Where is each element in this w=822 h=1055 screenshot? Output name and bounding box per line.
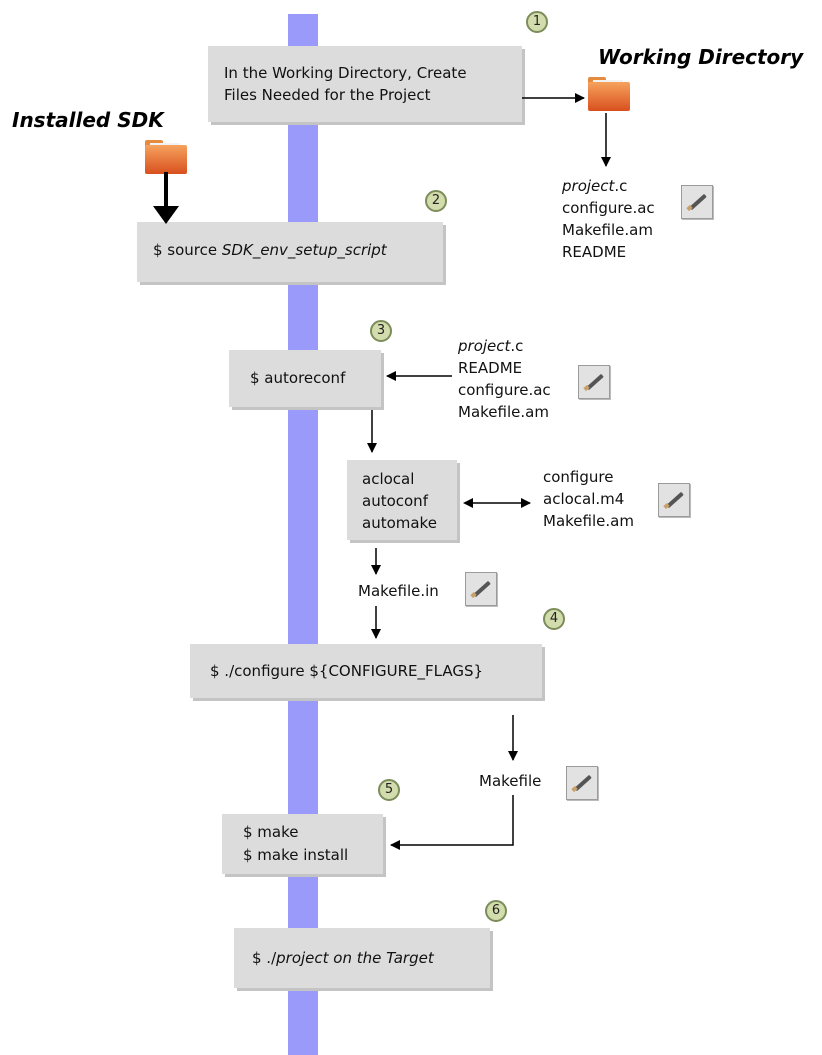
file-item: configure.ac bbox=[458, 381, 551, 399]
document-edit-icon bbox=[578, 365, 610, 399]
document-edit-icon bbox=[465, 572, 497, 606]
makefile-label: Makefile bbox=[479, 772, 542, 790]
installed-sdk-heading: Installed SDK bbox=[12, 108, 164, 132]
file-item: README bbox=[458, 359, 523, 377]
step-3-badge: 3 bbox=[370, 320, 392, 342]
file-item: project.c bbox=[458, 337, 524, 355]
file-item: Makefile.am bbox=[562, 221, 653, 239]
step-3-command: $ autoreconf bbox=[250, 369, 346, 387]
step-2-badge: 2 bbox=[425, 190, 447, 212]
file-item: aclocal.m4 bbox=[543, 490, 625, 508]
working-directory-folder-icon bbox=[588, 77, 630, 111]
file-item: configure bbox=[543, 468, 614, 486]
step-4-box: $ ./configure ${CONFIGURE_FLAGS} bbox=[190, 644, 542, 698]
step-6-box: $ ./project on the Target bbox=[234, 928, 490, 988]
step-5-line-1: $ make bbox=[243, 823, 299, 841]
file-item: Makefile.am bbox=[458, 403, 549, 421]
step-6-badge: 6 bbox=[485, 900, 507, 922]
working-directory-file-list: project.c configure.ac Makefile.am READM… bbox=[562, 175, 655, 263]
step-1-box: In the Working Directory, Create Files N… bbox=[208, 46, 522, 122]
arrow-makefile-to-make bbox=[390, 795, 514, 850]
step-5-line-2: $ make install bbox=[243, 846, 349, 864]
step-6-command: $ ./project on the Target bbox=[252, 949, 434, 967]
file-item: configure.ac bbox=[562, 199, 655, 217]
arrow-sdk-to-setup-head bbox=[153, 206, 179, 224]
file-item: Makefile.am bbox=[543, 512, 634, 530]
autotools-output-file-list: configure aclocal.m4 Makefile.am bbox=[543, 466, 634, 532]
tool-autoconf: autoconf bbox=[362, 492, 428, 510]
step-1-badge: 1 bbox=[526, 11, 548, 33]
autotools-box: aclocal autoconf automake bbox=[347, 460, 457, 540]
timeline-bar bbox=[288, 14, 318, 1055]
working-directory-heading: Working Directory bbox=[598, 45, 804, 69]
step-4-badge: 4 bbox=[543, 608, 565, 630]
step-5-box: $ make $ make install bbox=[222, 814, 383, 874]
step-2-command: $ source SDK_env_setup_script bbox=[153, 241, 387, 259]
document-edit-icon bbox=[566, 766, 598, 800]
makefile-in-label: Makefile.in bbox=[358, 582, 439, 600]
file-item: README bbox=[562, 243, 627, 261]
autoreconf-input-file-list: project.c README configure.ac Makefile.a… bbox=[458, 335, 551, 423]
step-5-badge: 5 bbox=[378, 779, 400, 801]
tool-aclocal: aclocal bbox=[362, 470, 415, 488]
tool-automake: automake bbox=[362, 514, 437, 532]
file-item: project.c bbox=[562, 177, 628, 195]
document-edit-icon bbox=[681, 185, 713, 219]
step-1-line-1: In the Working Directory, Create bbox=[224, 64, 467, 82]
step-1-line-2: Files Needed for the Project bbox=[224, 86, 431, 104]
installed-sdk-folder-icon bbox=[145, 140, 187, 174]
step-2-box: $ source SDK_env_setup_script bbox=[137, 222, 443, 282]
step-4-command: $ ./configure ${CONFIGURE_FLAGS} bbox=[210, 662, 484, 680]
step-3-box: $ autoreconf bbox=[229, 350, 381, 407]
document-edit-icon bbox=[658, 483, 690, 517]
